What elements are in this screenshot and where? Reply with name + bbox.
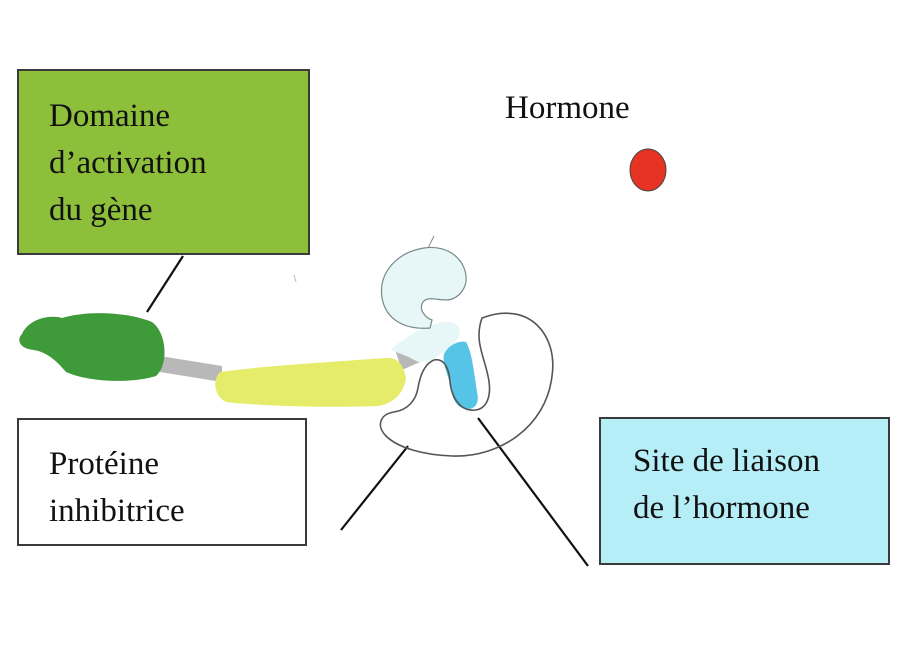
ligand-domain-tail	[427, 235, 435, 249]
ligand-binding-domain	[391, 322, 460, 362]
binding-label-line-2: de l’hormone	[633, 490, 810, 526]
hormone-molecule	[629, 148, 667, 192]
activation-label-line-2: d’activation	[49, 145, 207, 181]
yellow-domain	[215, 357, 406, 407]
activation-domain-label-box: Domaine d’activation du gène	[17, 69, 310, 255]
linker-segment	[160, 356, 222, 382]
connector-inhibitor	[340, 445, 409, 531]
inhibitor-protein-outline	[379, 312, 554, 457]
activation-label-line-3: du gène	[49, 192, 153, 228]
inhibitor-label-line-1: Protéine	[49, 446, 159, 482]
connector-binding-site	[477, 417, 589, 567]
inhibitor-protein-label-box: Protéine inhibitrice	[17, 418, 307, 546]
connector-activation	[146, 255, 184, 313]
activation-label-line-1: Domaine	[49, 98, 170, 134]
hormone-label: Hormone	[505, 90, 630, 126]
dna-binding-domain	[19, 313, 165, 381]
stray-mark	[293, 274, 297, 283]
ligand-domain-upper-lobe	[380, 246, 467, 329]
inhibitor-label-line-2: inhibitrice	[49, 493, 185, 529]
binding-label-line-1: Site de liaison	[633, 443, 820, 479]
binding-site-label-box: Site de liaison de l’hormone	[599, 417, 890, 565]
